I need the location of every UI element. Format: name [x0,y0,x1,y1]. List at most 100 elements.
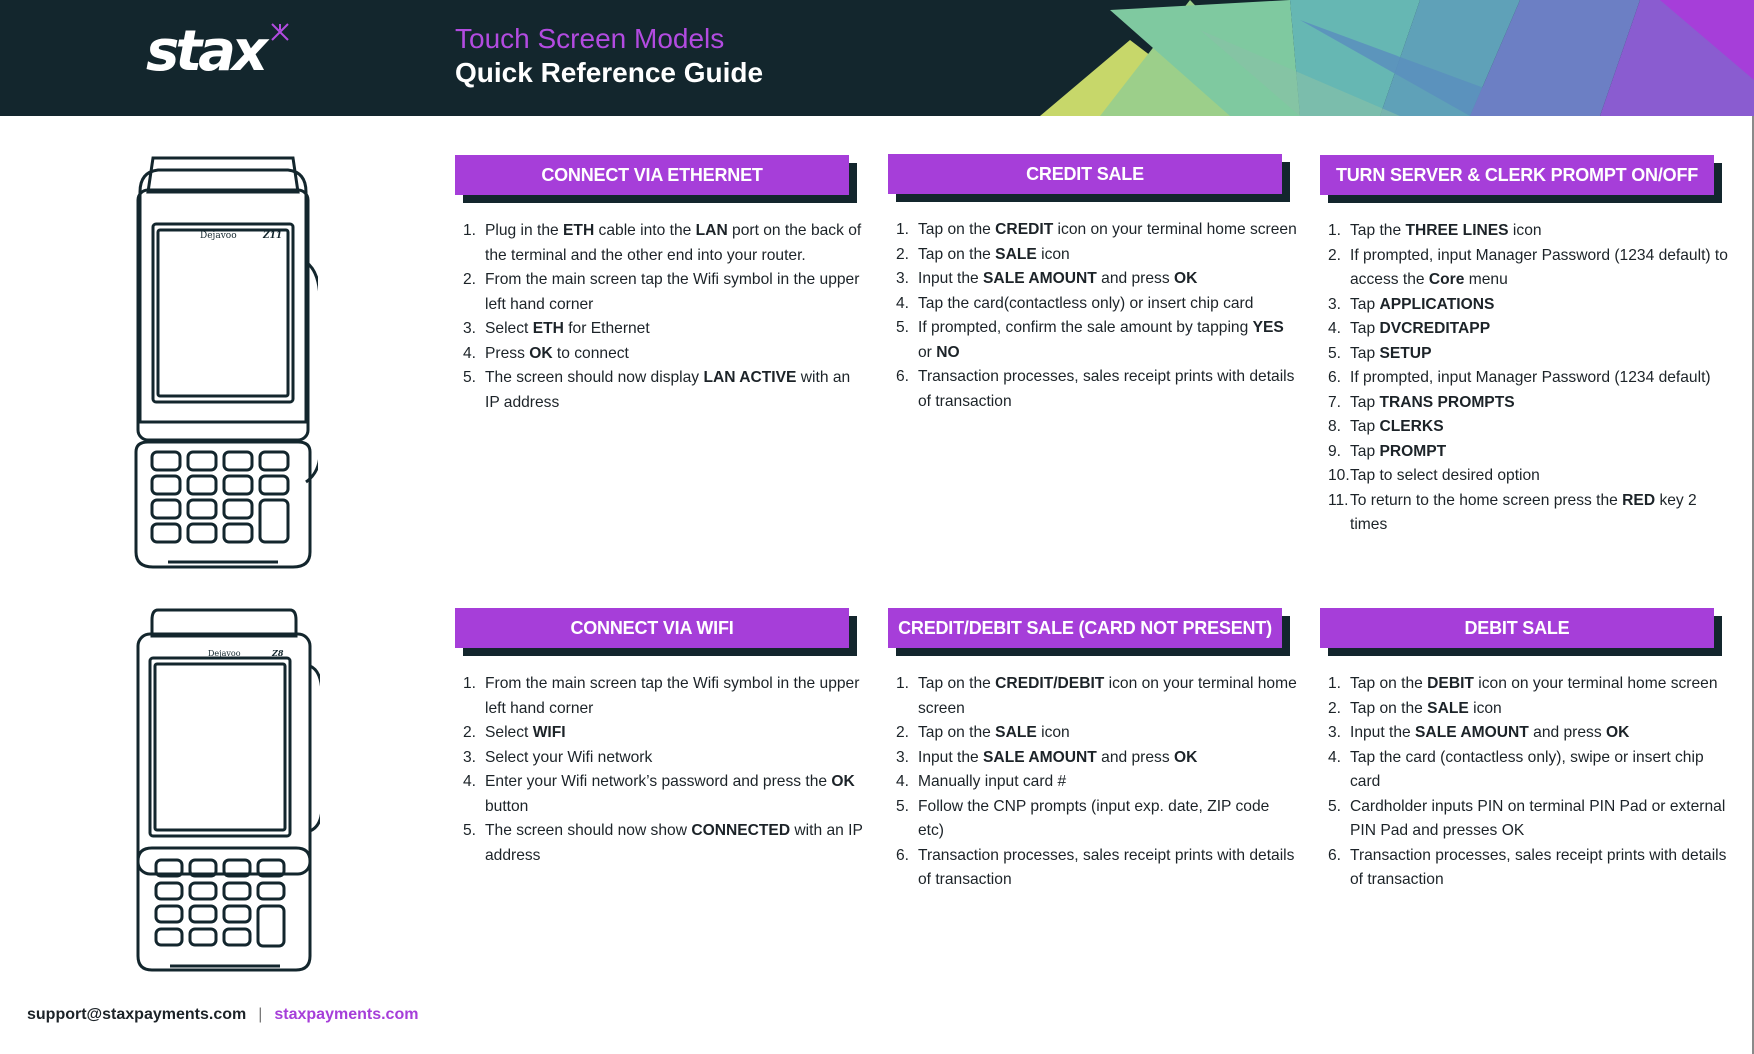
step-number: 7. [1328,393,1342,411]
page-border [1752,116,1754,1054]
website-link[interactable]: staxpayments.com [274,1006,419,1023]
support-email-link[interactable]: support@staxpayments.com [27,1006,247,1023]
step-text: Transaction processes, sales receipt pri… [918,846,1295,889]
step-emphasis: ETH [563,222,595,239]
device-brand-label: Dejavoo [208,649,241,658]
step-item: 6.Transaction processes, sales receipt p… [896,844,1298,893]
step-text: icon on your terminal home screen [918,675,1297,717]
step-number: 3. [896,270,910,287]
step-text: Tap [1350,442,1380,460]
step-item: 3.Input the SALE AMOUNT and press OK [896,267,1298,292]
step-item: 2.Select WIFI [463,721,865,746]
step-list: 1.Tap on the CREDIT/DEBIT icon on your t… [888,672,1298,893]
section-title: CREDIT/DEBIT SALE (CARD NOT PRESENT) [888,608,1282,648]
step-number: 2. [896,245,910,263]
step-text: Tap [1350,393,1380,411]
step-number: 2. [1328,246,1342,264]
step-number: 6. [896,368,910,385]
step-item: 4.Tap DVCREDITAPP [1328,317,1730,342]
step-emphasis: OK [1173,748,1198,766]
step-item: 6.Transaction processes, sales receipt p… [1328,844,1730,893]
step-text: Transaction processes, sales receipt pri… [918,368,1295,410]
step-emphasis: WIFI [532,724,566,741]
step-text: Tap the card (contactless only), swipe o… [1350,748,1704,791]
footer-separator: | [258,1006,263,1023]
step-item: 3.Input the SALE AMOUNT and press OK [896,746,1298,771]
step-item: 9.Tap PROMPT [1328,440,1730,465]
step-text: Press [485,344,530,362]
step-text: Select your Wifi network [485,748,653,766]
page-title: Touch Screen Models [455,23,725,54]
step-text: From the main screen tap the Wifi symbol… [485,675,860,717]
step-emphasis: DEBIT [1427,675,1474,692]
step-text: Tap the card(contactless only) or insert… [918,294,1254,312]
step-number: 1. [1328,222,1342,239]
step-number: 4. [896,773,910,790]
step-text: port on the back of the terminal and the… [485,222,862,264]
step-number: 3. [1328,724,1342,741]
step-item: 6.If prompted, input Manager Password (1… [1328,366,1730,391]
step-number: 1. [463,222,477,239]
step-number: 3. [463,748,477,766]
step-text: cable into the [594,222,696,239]
step-text: to connect [552,344,629,362]
step-text: To return to the home screen press the [1350,491,1623,509]
step-item: 11.To return to the home screen press th… [1328,489,1730,538]
step-item: 2.If prompted, input Manager Password (1… [1328,244,1730,293]
step-emphasis: SALE [995,245,1037,263]
device-model-label: Z8 [271,648,284,658]
step-emphasis: RED [1622,491,1656,509]
step-emphasis: Core [1428,271,1465,288]
section-title: TURN SERVER & CLERK PROMPT ON/OFF [1320,155,1714,195]
step-item: 2.From the main screen tap the Wifi symb… [463,268,865,317]
step-number: 5. [463,369,477,386]
step-item: 8.Tap CLERKS [1328,415,1730,440]
step-number: 5. [1328,797,1342,815]
step-text: icon [1508,222,1542,239]
step-item: 4.Press OK to connect [463,342,865,367]
step-emphasis: SALE AMOUNT [983,270,1097,287]
step-item: 4.Tap the card(contactless only) or inse… [896,292,1298,317]
step-text: Tap on the [918,675,996,692]
step-emphasis: OK [1605,724,1630,741]
step-item: 1.Tap on the CREDIT/DEBIT icon on your t… [896,672,1298,721]
step-text: The screen should now display [485,369,704,386]
step-emphasis: THREE LINES [1405,222,1509,239]
step-item: 5. Follow the CNP prompts (input exp. dat… [896,795,1298,844]
step-text: Follow the CNP prompts (input exp. date,… [918,797,1270,840]
step-list: 1.Plug in the ETH cable into the LAN por… [455,219,865,415]
step-emphasis: LAN ACTIVE [703,369,797,386]
step-number: 2. [1328,699,1342,717]
stax-logo[interactable]: stax [146,20,296,84]
step-text: icon [1468,699,1502,717]
step-text: Tap on the [918,221,996,238]
step-number: 5. [896,797,910,815]
step-number: 1. [896,221,910,238]
step-text: If prompted, confirm the sale amount by … [918,319,1253,336]
step-item: 7.Tap TRANS PROMPTS [1328,391,1730,416]
step-text: menu [1464,271,1508,288]
step-emphasis: OK [529,344,553,362]
step-text: Tap on the [1350,675,1428,692]
step-text: for Ethernet [563,320,650,337]
step-emphasis: ETH [532,320,564,337]
step-text: Select [485,724,533,741]
step-text: Manually input card # [918,773,1067,790]
title-block: Touch Screen Models Quick Reference Guid… [455,22,763,90]
step-emphasis: CLERKS [1379,418,1444,435]
step-text: Tap [1350,295,1380,313]
step-item: 2.Tap on the SALE icon [1328,697,1730,722]
section-title: CONNECT VIA WIFI [455,608,849,648]
logo-x-mark-icon [271,23,289,41]
step-emphasis: SALE [995,724,1037,741]
step-item: 5.Cardholder inputs PIN on terminal PIN … [1328,795,1730,844]
step-number: 4. [1328,748,1342,766]
step-text: Transaction processes, sales receipt pri… [1350,846,1727,889]
step-number: 2. [896,724,910,741]
step-text: Input the [918,270,984,287]
step-number: 3. [1328,295,1342,313]
page-header: stax Touch Screen Models Quick Reference… [0,0,1754,116]
step-item: 3.Select ETH for Ethernet [463,317,865,342]
section-credit-sale: CREDIT SALE 1.Tap on the CREDIT icon on … [888,154,1298,414]
